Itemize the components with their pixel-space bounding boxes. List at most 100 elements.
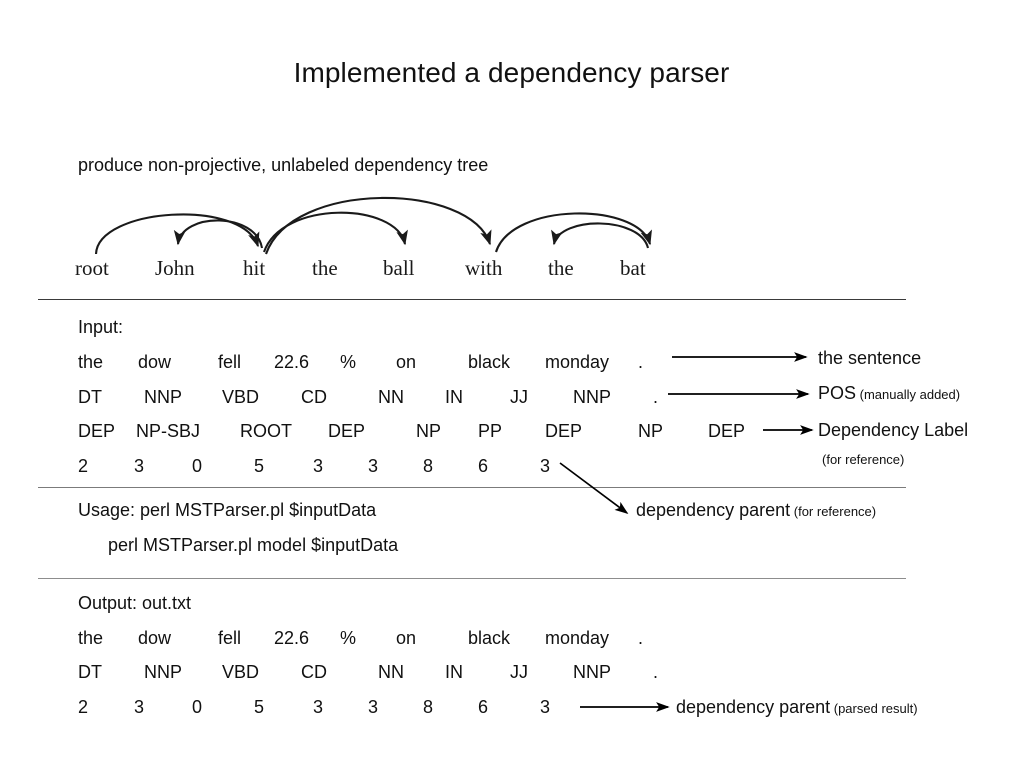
section-divider-middle bbox=[38, 487, 906, 488]
annotation-dep-parent-parsed-note: (parsed result) bbox=[833, 701, 918, 716]
token-pos: NNP bbox=[144, 387, 183, 407]
output-heading: Output: out.txt bbox=[78, 593, 192, 613]
input-heading: Input: bbox=[78, 317, 124, 337]
token-pos: IN bbox=[445, 662, 463, 682]
token-word: monday bbox=[545, 628, 610, 648]
token-dep-parent: 3 bbox=[313, 697, 324, 717]
token-word: . bbox=[638, 628, 644, 648]
token-dep-label: PP bbox=[478, 421, 503, 441]
arc-hit-with bbox=[265, 196, 492, 255]
token-word: . bbox=[638, 352, 644, 372]
arrow-to-dep-parent-ref bbox=[559, 462, 629, 515]
output-pos-row: DT NNP VBD CD NN IN JJ NNP . bbox=[78, 662, 678, 686]
tree-word: the bbox=[312, 256, 338, 280]
token-dep-label: DEP bbox=[545, 421, 583, 441]
token-dep-label: DEP bbox=[328, 421, 366, 441]
token-word: on bbox=[396, 628, 417, 648]
token-word: % bbox=[340, 352, 357, 372]
token-word: the bbox=[78, 352, 104, 372]
token-pos: NNP bbox=[573, 662, 612, 682]
token-word: 22.6 bbox=[274, 628, 310, 648]
output-sentence-row: the dow fell 22.6 % on black monday . bbox=[78, 628, 678, 652]
annotation-dep-parent-parsed-text: dependency parent bbox=[676, 697, 831, 717]
token-pos: NN bbox=[378, 662, 404, 682]
token-dep-parent: 3 bbox=[313, 456, 324, 476]
token-dep-parent: 3 bbox=[134, 697, 145, 717]
token-word: 22.6 bbox=[274, 352, 310, 372]
tree-word: bat bbox=[620, 256, 646, 280]
token-word: on bbox=[396, 352, 417, 372]
annotation-dep-parent-ref-note: (for reference) bbox=[793, 504, 877, 519]
token-word: fell bbox=[218, 352, 242, 372]
token-pos: VBD bbox=[222, 662, 260, 682]
tree-word: root bbox=[75, 256, 109, 280]
token-dep-label: NP-SBJ bbox=[136, 421, 201, 441]
token-dep-parent: 3 bbox=[368, 456, 379, 476]
input-pos-row: DT NNP VBD CD NN IN JJ NNP . bbox=[78, 387, 678, 411]
token-dep-label: ROOT bbox=[240, 421, 292, 441]
annotation-sentence-text: the sentence bbox=[818, 348, 922, 368]
tree-caption: produce non-projective, unlabeled depend… bbox=[78, 155, 489, 175]
dependency-tree-figure: root John hit the ball with the bat bbox=[60, 186, 700, 291]
token-word: monday bbox=[545, 352, 610, 372]
annotation-dep-parent-parsed: dependency parent (parsed result) bbox=[676, 697, 918, 718]
annotation-dep-parent-ref-text: dependency parent bbox=[636, 500, 791, 520]
tree-word: with bbox=[465, 256, 503, 280]
token-pos: CD bbox=[301, 662, 327, 682]
arc-bat-the bbox=[551, 222, 650, 249]
usage-line-1: Usage: perl MSTParser.pl $inputData bbox=[78, 500, 377, 520]
arc-with-bat bbox=[495, 212, 652, 253]
token-pos: IN bbox=[445, 387, 463, 407]
token-dep-parent: 0 bbox=[192, 456, 203, 476]
dependency-arcs bbox=[94, 196, 652, 255]
token-dep-parent: 2 bbox=[78, 456, 89, 476]
token-dep-parent: 6 bbox=[478, 456, 489, 476]
token-dep-label: NP bbox=[638, 421, 664, 441]
token-word: black bbox=[468, 352, 511, 372]
arc-hit-john bbox=[173, 219, 264, 249]
tree-word: John bbox=[155, 256, 195, 280]
token-pos: CD bbox=[301, 387, 327, 407]
token-dep-parent: 5 bbox=[254, 456, 265, 476]
token-dep-label: DEP bbox=[708, 421, 746, 441]
tree-word: the bbox=[548, 256, 574, 280]
token-dep-parent: 3 bbox=[540, 697, 551, 717]
tree-word: ball bbox=[383, 256, 415, 280]
token-word: the bbox=[78, 628, 104, 648]
section-divider-bottom bbox=[38, 578, 906, 579]
token-dep-parent: 3 bbox=[134, 456, 145, 476]
token-pos: . bbox=[653, 662, 659, 682]
token-dep-parent: 5 bbox=[254, 697, 265, 717]
arc-root-hit bbox=[94, 213, 260, 255]
token-dep-label: DEP bbox=[78, 421, 116, 441]
arc-hit-ball bbox=[263, 211, 408, 253]
token-pos: JJ bbox=[510, 662, 528, 682]
tree-word: hit bbox=[243, 256, 266, 280]
token-dep-parent: 8 bbox=[423, 456, 434, 476]
input-dep-label-row: DEP NP-SBJ ROOT DEP NP PP DEP NP DEP bbox=[78, 421, 778, 445]
annotation-pos-text: POS bbox=[818, 383, 857, 403]
annotation-the-sentence: the sentence bbox=[818, 348, 921, 369]
usage-line-2: perl MSTParser.pl model $inputData bbox=[108, 535, 399, 555]
token-pos: JJ bbox=[510, 387, 528, 407]
annotation-dep-label: Dependency Label bbox=[818, 420, 968, 441]
input-dep-parent-row: 2 3 0 5 3 3 8 6 3 bbox=[78, 456, 578, 480]
token-word: dow bbox=[138, 628, 172, 648]
annotation-pos-note: (manually added) bbox=[859, 387, 961, 402]
token-dep-parent: 8 bbox=[423, 697, 434, 717]
annotation-dep-label-note: (for reference) bbox=[822, 452, 905, 467]
token-word: % bbox=[340, 628, 357, 648]
token-pos: DT bbox=[78, 387, 102, 407]
token-dep-parent: 0 bbox=[192, 697, 203, 717]
token-word: black bbox=[468, 628, 511, 648]
token-pos: DT bbox=[78, 662, 102, 682]
annotation-dep-label-text: Dependency Label bbox=[818, 420, 969, 440]
token-pos: NN bbox=[378, 387, 404, 407]
token-pos: . bbox=[653, 387, 659, 407]
input-sentence-row: the dow fell 22.6 % on black monday . bbox=[78, 352, 678, 376]
token-word: fell bbox=[218, 628, 242, 648]
token-dep-label: NP bbox=[416, 421, 442, 441]
annotation-pos: POS (manually added) bbox=[818, 383, 960, 404]
